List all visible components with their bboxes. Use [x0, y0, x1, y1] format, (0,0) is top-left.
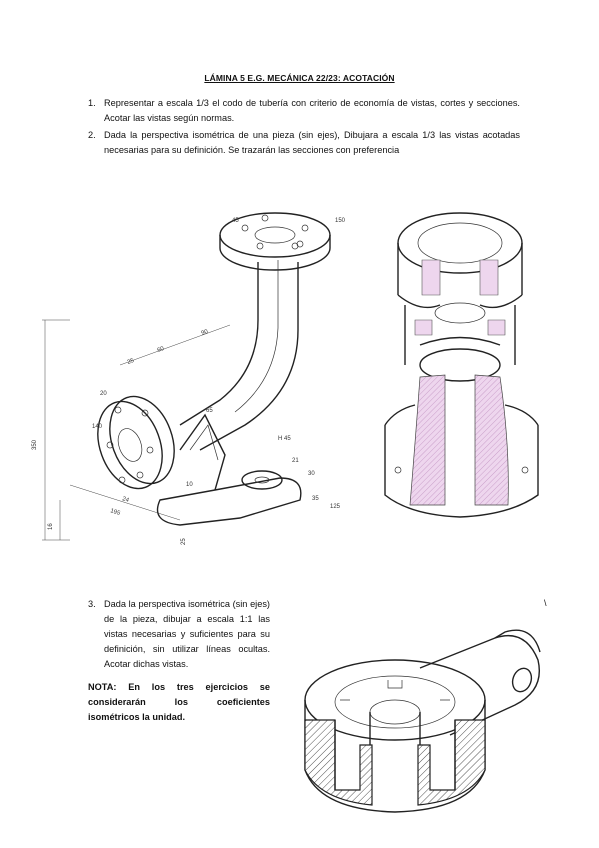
dimension-label: 24 [121, 496, 130, 504]
dimension-label: 150 [335, 218, 346, 224]
exercise-text: Dada la perspectiva isométrica de una pi… [104, 130, 520, 155]
exercise-2: 2. Dada la perspectiva isométrica de una… [88, 128, 520, 158]
dimension-label: 21 [292, 458, 299, 464]
dimension-label: 125 [330, 504, 341, 510]
pipe-elbow-drawing: 350 16 90 60 25 195 24 45 150 140 H 45 2… [32, 212, 346, 545]
note-text: NOTA: En los tres ejercicios se consider… [88, 682, 270, 722]
dimension-label: 25 [127, 358, 136, 366]
dimension-label: 90 [201, 329, 210, 337]
dimension-label: 195 [109, 508, 121, 517]
dimension-label: 35 [312, 496, 319, 502]
exercise-number: 2. [88, 130, 96, 140]
dimension-label: 20 [100, 391, 107, 397]
dimension-label: H 45 [278, 436, 291, 442]
exercise-text: Dada la perspectiva isométrica (sin ejes… [104, 599, 270, 669]
lug-piece-drawing [304, 629, 541, 813]
exercise-1: 1. Representar a escala 1/3 el codo de t… [88, 96, 520, 126]
dimension-label: 10 [186, 482, 193, 488]
dimension-label: 350 [32, 439, 38, 450]
dimension-label: 140 [92, 424, 103, 430]
sheet-title: LÁMINA 5 E.G. MECÁNICA 22/23: ACOTACIÓN [204, 73, 395, 83]
dimension-label: 45 [232, 218, 239, 224]
exercise-3-block: 3. Dada la perspectiva isométrica (sin e… [88, 597, 270, 725]
dimension-label: 60 [157, 346, 166, 354]
exercise-number: 3. [88, 599, 96, 609]
exercise-list: 1. Representar a escala 1/3 el codo de t… [88, 96, 520, 160]
exercise-3: 3. Dada la perspectiva isométrica (sin e… [88, 597, 270, 672]
dimension-label: 25 [181, 538, 187, 545]
sectioned-piece-drawing [384, 212, 539, 518]
dimension-label: 16 [48, 523, 54, 530]
exercise-number: 1. [88, 98, 96, 108]
dimension-label: 30 [308, 471, 315, 477]
stray-mark: \ [544, 598, 547, 608]
exercise-text: Representar a escala 1/3 el codo de tube… [104, 98, 520, 123]
dimension-label: 65 [206, 408, 213, 414]
